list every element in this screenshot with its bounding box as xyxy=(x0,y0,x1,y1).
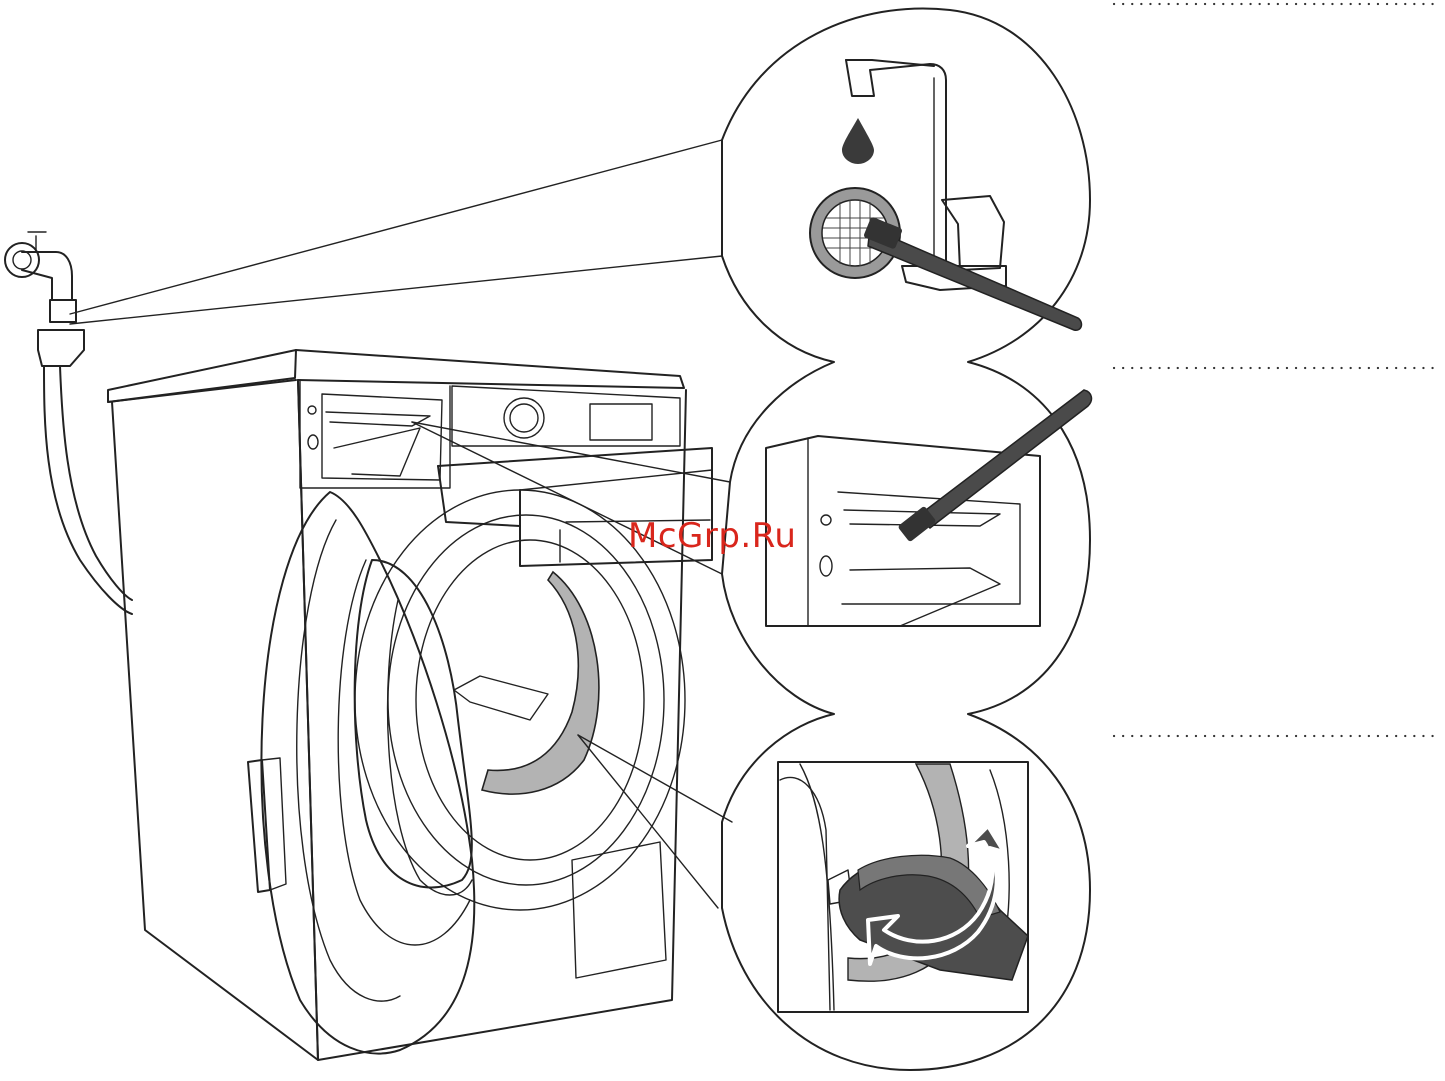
washing-machine xyxy=(108,350,712,1060)
panel-tap-filter xyxy=(810,60,1081,330)
panel-detergent-drawer xyxy=(766,390,1091,626)
toothbrush-icon xyxy=(897,390,1091,542)
water-drop-icon xyxy=(842,118,874,164)
panel-door-seal xyxy=(778,762,1028,1012)
toothbrush-icon xyxy=(863,216,1081,330)
watermark: McGrp.Ru xyxy=(628,516,796,556)
